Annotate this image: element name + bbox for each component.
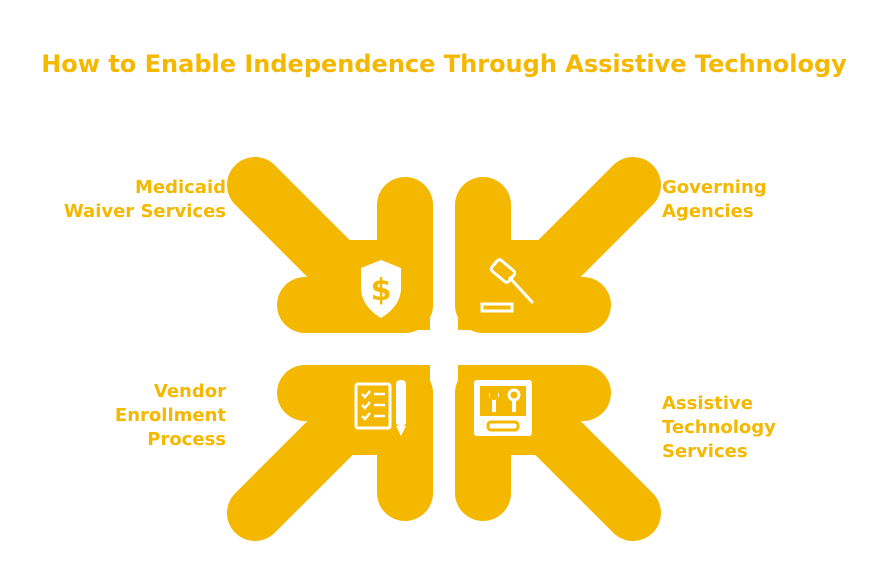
label-line: Agencies: [662, 201, 754, 222]
label-line: Process: [147, 429, 226, 450]
label-governing-agencies: Governing Agencies: [662, 176, 862, 224]
label-line: Medicaid: [134, 177, 226, 198]
checklist-pen-icon: [354, 380, 406, 436]
label-line: Assistive: [662, 393, 753, 414]
page-title: How to Enable Independence Through Assis…: [0, 48, 888, 80]
gavel-icon: [480, 258, 534, 313]
label-medicaid-waiver-services: Medicaid Waiver Services: [40, 176, 226, 224]
label-line: Technology: [662, 417, 776, 438]
svg-text:$: $: [371, 273, 392, 308]
label-line: Governing: [662, 177, 767, 198]
label-line: Waiver Services: [63, 201, 226, 222]
arrow-top-right: [455, 157, 661, 333]
label-vendor-enrollment-process: Vendor Enrollment Process: [40, 380, 226, 452]
arrow-top-left: [227, 157, 433, 333]
toolbox-icon: [474, 380, 532, 436]
label-line: Vendor: [153, 381, 226, 402]
shield-dollar-icon: $: [361, 260, 401, 318]
title-line: How to Enable Independence Through Assis…: [41, 50, 847, 78]
label-line: Services: [662, 441, 748, 462]
label-line: Enrollment: [114, 405, 226, 426]
label-assistive-technology-services: Assistive Technology Services: [662, 392, 862, 464]
